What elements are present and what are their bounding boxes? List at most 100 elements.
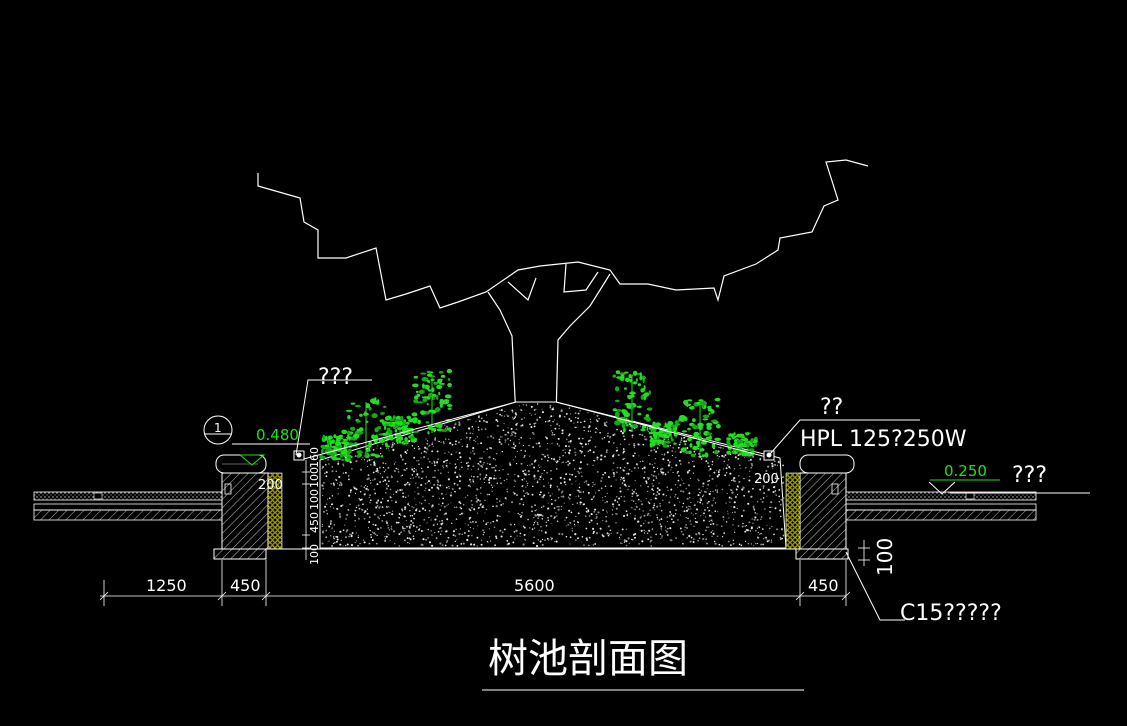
- gravel-speckle: [605, 451, 608, 454]
- elevation-right: 0.250: [944, 462, 987, 480]
- gravel-speckle: [433, 483, 436, 486]
- shrub-leaf: [394, 429, 398, 433]
- gravel-speckle: [458, 501, 461, 504]
- shrub-leaf: [420, 372, 427, 375]
- gravel-speckle: [444, 544, 447, 547]
- gravel-speckle: [664, 438, 666, 440]
- gravel-speckle: [774, 477, 777, 480]
- gravel-speckle: [431, 462, 433, 464]
- gravel-speckle: [554, 541, 556, 543]
- gravel-speckle: [434, 438, 437, 440]
- gravel-speckle: [325, 503, 328, 506]
- gravel-speckle: [338, 484, 341, 486]
- gravel-speckle: [678, 459, 681, 462]
- gravel-speckle: [723, 455, 726, 458]
- gravel-speckle: [603, 437, 606, 439]
- gravel-speckle: [692, 461, 694, 463]
- gravel-speckle: [653, 504, 656, 507]
- gravel-speckle: [428, 509, 431, 512]
- gravel-speckle: [752, 522, 754, 524]
- gravel-speckle: [564, 448, 566, 450]
- gravel-speckle: [444, 452, 446, 454]
- gravel-speckle: [415, 509, 418, 512]
- gravel-speckle: [771, 465, 774, 468]
- gravel-speckle: [563, 502, 565, 504]
- gravel-speckle: [407, 495, 409, 497]
- gravel-speckle: [619, 490, 622, 493]
- gravel-speckle: [655, 477, 658, 479]
- gravel-speckle: [677, 479, 680, 482]
- gravel-speckle: [523, 456, 525, 458]
- gravel-speckle: [747, 490, 750, 493]
- gravel-speckle: [373, 478, 376, 481]
- gravel-speckle: [564, 483, 567, 486]
- elevation-left: 0.480: [256, 426, 299, 444]
- shrub-leaf: [714, 450, 719, 455]
- gravel-speckle: [508, 511, 510, 513]
- gravel-speckle: [517, 475, 520, 478]
- gravel-speckle: [411, 468, 414, 471]
- gravel-speckle: [496, 501, 498, 503]
- gravel-speckle: [724, 474, 727, 477]
- gravel-speckle: [643, 471, 646, 473]
- shrub-leaf: [321, 448, 324, 454]
- gravel-speckle: [421, 507, 425, 510]
- gravel-speckle: [623, 496, 625, 498]
- gravel-speckle: [420, 452, 422, 454]
- gravel-speckle: [708, 520, 710, 522]
- gravel-speckle: [461, 533, 464, 536]
- shrub-leaf: [620, 374, 625, 379]
- gravel-speckle: [360, 485, 362, 487]
- gravel-speckle: [560, 505, 563, 508]
- gravel-speckle: [556, 423, 559, 426]
- gravel-speckle: [490, 540, 492, 542]
- gravel-speckle: [776, 472, 778, 474]
- gravel-speckle: [683, 510, 686, 513]
- gravel-speckle: [415, 530, 417, 532]
- gravel-speckle: [687, 508, 690, 511]
- gravel-speckle: [388, 506, 390, 508]
- gravel-speckle: [425, 539, 427, 541]
- gravel-speckle: [780, 499, 783, 501]
- gravel-speckle: [728, 466, 731, 468]
- gravel-speckle: [607, 525, 610, 528]
- gravel-speckle: [593, 495, 595, 498]
- gravel-speckle: [601, 477, 603, 479]
- gravel-speckle: [372, 471, 375, 474]
- gravel-speckle: [745, 467, 747, 469]
- gravel-speckle: [703, 512, 705, 515]
- gravel-speckle: [656, 505, 659, 508]
- gravel-speckle: [637, 494, 639, 497]
- gravel-speckle: [417, 445, 420, 448]
- shrub-leaf: [686, 402, 689, 408]
- gravel-speckle: [710, 531, 713, 533]
- gravel-speckle: [776, 528, 778, 531]
- gravel-speckle: [523, 417, 526, 419]
- gravel-speckle: [498, 469, 500, 472]
- gravel-speckle: [325, 536, 327, 538]
- gravel-speckle: [711, 460, 714, 463]
- gravel-speckle: [762, 485, 765, 488]
- gravel-speckle: [673, 504, 676, 507]
- gravel-speckle: [455, 422, 457, 424]
- gravel-speckle: [710, 523, 712, 526]
- gravel-speckle: [651, 474, 653, 476]
- gravel-speckle: [513, 441, 515, 443]
- gravel-speckle: [679, 451, 682, 454]
- gravel-speckle: [559, 476, 562, 479]
- gravel-speckle: [367, 488, 370, 491]
- gravel-speckle: [460, 507, 463, 510]
- gravel-speckle: [465, 496, 467, 498]
- shrub-leaf: [358, 427, 364, 432]
- shrub-leaf: [356, 450, 363, 455]
- gravel-speckle: [479, 487, 482, 489]
- gravel-speckle: [767, 488, 770, 491]
- shrub-leaf: [706, 432, 713, 436]
- gravel-speckle: [512, 418, 514, 420]
- gravel-speckle: [404, 469, 407, 472]
- gravel-speckle: [705, 491, 707, 493]
- gravel-speckle: [399, 454, 402, 457]
- shrub-leaf: [651, 442, 656, 447]
- gravel-speckle: [772, 481, 775, 483]
- gravel-speckle: [735, 488, 738, 491]
